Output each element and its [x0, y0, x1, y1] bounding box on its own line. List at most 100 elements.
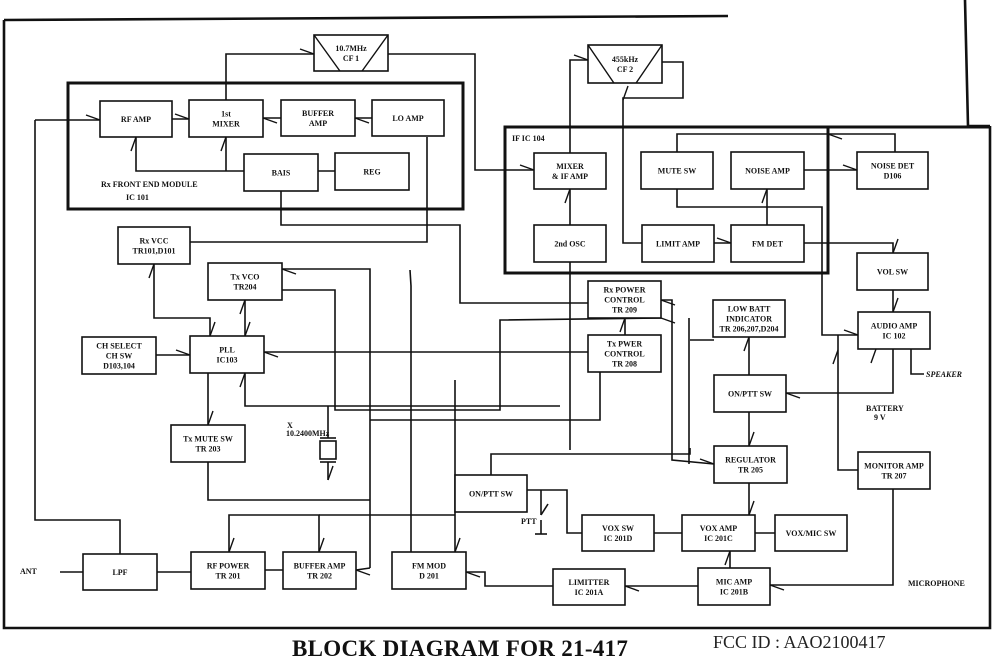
wire [466, 571, 553, 587]
crystal-frequency: 10.2400MHz [286, 429, 330, 438]
arrow-icon [354, 117, 370, 124]
microphone-label: MICROPHONE [908, 579, 965, 588]
block-label: VOL SW [877, 268, 908, 277]
arrow-icon [239, 299, 246, 315]
block-vol-sw: VOL SW [856, 252, 929, 291]
wire [569, 59, 588, 153]
block-vox-mic-sw: VOX/MIC SW [774, 514, 848, 552]
wire [207, 462, 370, 501]
block-label: CF 1 [343, 54, 359, 63]
block-label: VOX/MIC SW [786, 529, 837, 538]
block-label: IC103 [217, 356, 238, 365]
block-label: MIXER [556, 162, 584, 171]
block-bais: BAIS [243, 153, 319, 192]
block-label: BUFFER AMP [294, 562, 346, 571]
wire [527, 489, 582, 534]
wire [280, 191, 588, 304]
arrow-icon [318, 537, 325, 553]
ant-label: ANT [20, 567, 38, 576]
arrow-icon [842, 164, 858, 171]
block-label: Rx VCC [140, 237, 169, 246]
rx-front-end-label: Rx FRONT END MODULE [101, 180, 198, 189]
block-label: TR 201 [215, 572, 240, 581]
crystal-label: X [287, 421, 293, 430]
block-label: LIMITTER [569, 578, 610, 587]
arrow-icon [761, 188, 768, 204]
arrow-icon [769, 584, 785, 591]
block-label: AUDIO AMP [871, 322, 918, 331]
block-label: Tx VCO [231, 273, 260, 282]
block-label: MIC AMP [716, 578, 752, 587]
arrow-icon [244, 321, 251, 337]
if-ic-label: IF IC 104 [512, 134, 545, 143]
block-mixer-if-amp: MIXER& IF AMP [533, 152, 607, 190]
block-label: INDICATOR [726, 315, 772, 324]
arrow-icon [327, 465, 334, 481]
arrow-icon [716, 237, 732, 244]
diagram-title: BLOCK DIAGRAM FOR 21-417 [292, 636, 629, 661]
block-label: 10.7MHz [335, 44, 367, 53]
block-label: D 201 [419, 572, 439, 581]
if-ic-module [503, 125, 830, 275]
arrow-icon [619, 317, 626, 333]
block-rf-amp: RF AMP [99, 100, 173, 138]
rx-front-end-module [66, 81, 465, 211]
block-lpf: LPF [82, 553, 158, 591]
block-label: Tx MUTE SW [183, 435, 233, 444]
wire [490, 448, 691, 475]
block-label: Rx POWER [604, 286, 646, 295]
arrow-icon [564, 188, 571, 204]
block-label: RF AMP [121, 115, 151, 124]
block-label: REG [363, 168, 380, 177]
wire [225, 53, 314, 100]
wire [770, 489, 894, 586]
block-label: TR 208 [612, 360, 637, 369]
arrow-icon [239, 372, 246, 388]
arrow-icon [892, 238, 899, 254]
wire [676, 133, 896, 152]
arrow-icon [622, 85, 629, 101]
wire [264, 318, 626, 353]
filter-icon [587, 44, 663, 84]
arrow-icon [573, 54, 589, 61]
block-label: VOX AMP [700, 524, 738, 533]
block-label: TR204 [233, 283, 256, 292]
block-label: NOISE AMP [745, 167, 790, 176]
arrow-icon [827, 133, 843, 140]
block-label: MIXER [212, 120, 240, 129]
block-label: IC 201B [720, 588, 749, 597]
arrow-icon [724, 550, 731, 566]
wire [244, 373, 560, 407]
battery-voltage: 9 V [874, 413, 886, 422]
block-label: LOW BATT [728, 305, 771, 314]
block-label: CH SELECT [96, 342, 142, 351]
arrow-icon [299, 48, 315, 55]
fcc-id: FCC ID : AAO2100417 [713, 632, 886, 652]
wire [135, 137, 244, 172]
block-label: PLL [219, 346, 235, 355]
wire [282, 268, 371, 568]
block-label: IC 201A [575, 588, 604, 597]
arrow-icon [660, 299, 676, 306]
arrow-icon [743, 336, 750, 352]
block-label: TR101,D101 [133, 247, 176, 256]
block-label: IC 201D [604, 534, 633, 543]
wire [153, 264, 211, 336]
block-label: & IF AMP [552, 172, 588, 181]
arrow-icon [785, 392, 801, 399]
